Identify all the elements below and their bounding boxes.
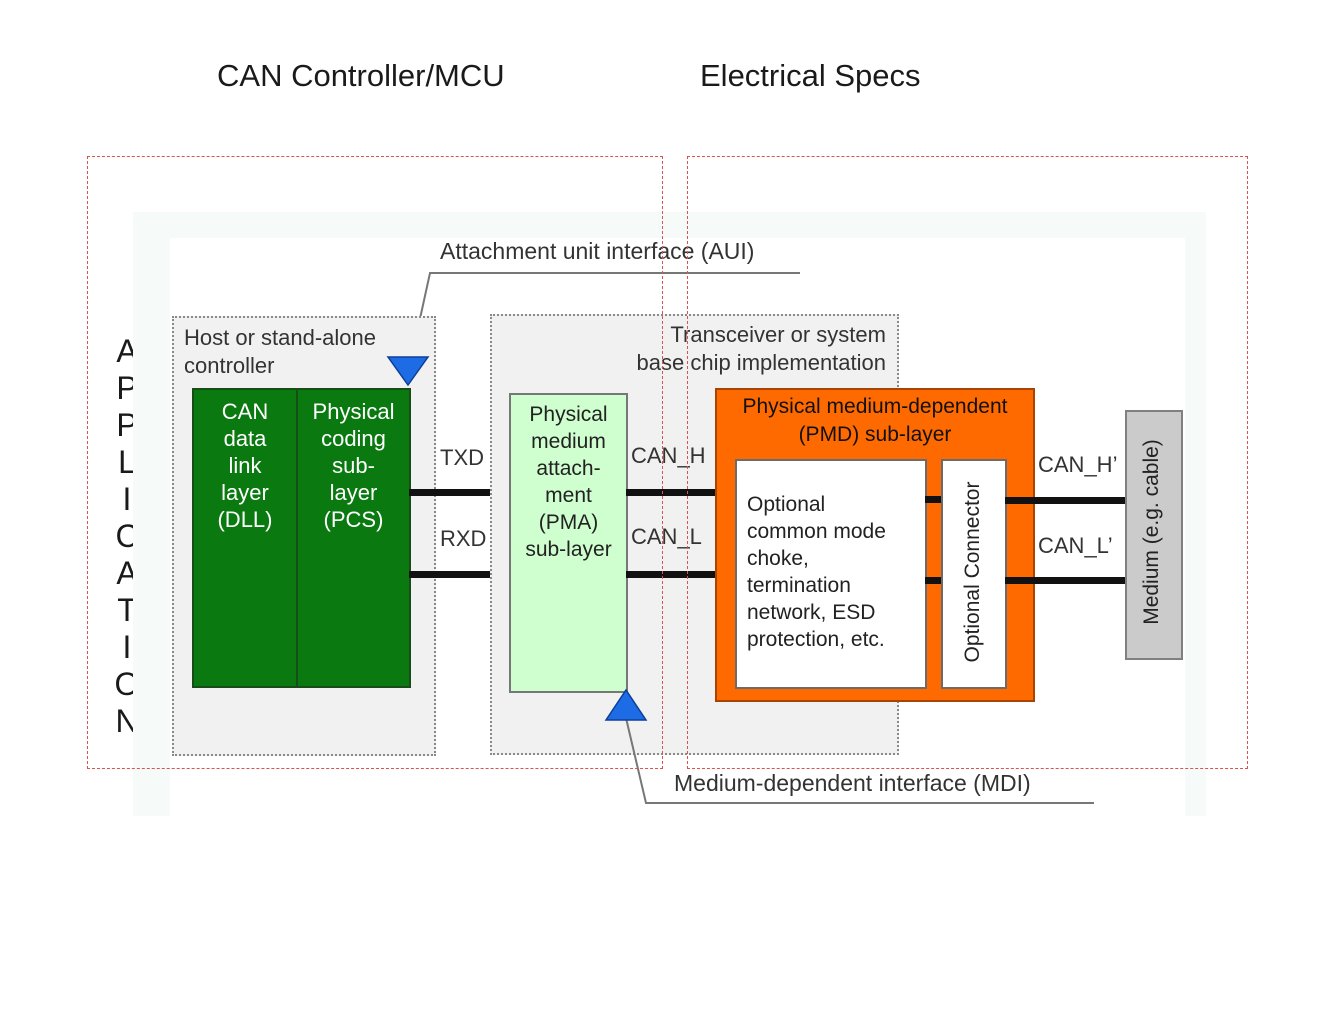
pmd-title-line: Physical medium-dependent xyxy=(742,395,1008,418)
can-l-prime-label: CAN_L’ xyxy=(1038,533,1113,558)
heading-electrical-specs: Electrical Specs xyxy=(700,58,921,93)
application-vertical-label: A P P L I C A T I O N xyxy=(112,333,142,740)
pcs-line: layer xyxy=(329,480,378,505)
side-letter: L xyxy=(118,444,136,480)
pcs-block: Physical coding sub- layer (PCS) xyxy=(296,388,411,688)
dll-line: (DLL) xyxy=(217,507,273,532)
optional-line: choke, xyxy=(747,547,809,570)
can-l-wire xyxy=(626,571,734,578)
pmd-title-line: (PMD) sub-layer xyxy=(798,423,952,446)
connector-wire-h xyxy=(925,496,941,503)
optional-line: network, ESD xyxy=(747,601,876,624)
rxd-label: RXD xyxy=(440,526,487,551)
electrical-region-outline xyxy=(687,156,1248,769)
pma-line: Physical xyxy=(529,403,608,426)
pma-line: (PMA) xyxy=(538,511,599,534)
optional-components-box: Optional common mode choke, termination … xyxy=(735,459,927,689)
side-letter: I xyxy=(122,629,132,665)
pcs-line: Physical xyxy=(312,399,395,424)
mdi-marker-icon xyxy=(604,688,648,721)
dll-line: layer xyxy=(221,480,269,505)
optional-line: Optional xyxy=(747,493,826,516)
controller-region-outline xyxy=(87,156,663,769)
host-label: Host or stand-alone controller xyxy=(184,324,376,380)
pma-line: attach- xyxy=(536,457,601,480)
pma-line: ment xyxy=(545,484,592,507)
can-h-wire xyxy=(626,489,734,496)
pmd-title: Physical medium-dependent (PMD) sub-laye… xyxy=(717,393,1033,449)
side-letter: T xyxy=(117,592,137,628)
side-letter: P xyxy=(116,370,138,406)
pcs-line: (PCS) xyxy=(323,507,384,532)
pma-line: sub-layer xyxy=(525,538,612,561)
connector-wire-l xyxy=(925,577,941,584)
side-letter: A xyxy=(116,333,138,369)
heading-can-controller: CAN Controller/MCU xyxy=(217,58,505,93)
side-letter: I xyxy=(122,481,132,517)
pcs-line: sub- xyxy=(332,453,375,478)
txd-wire xyxy=(409,489,509,496)
can-h-prime-label: CAN_H’ xyxy=(1038,452,1118,477)
mdi-leader xyxy=(604,688,1094,804)
side-letter: N xyxy=(115,703,139,739)
transceiver-label: Transceiver or system base chip implemen… xyxy=(600,321,886,377)
txd-label: TXD xyxy=(440,445,484,470)
transceiver-label-line: Transceiver or system xyxy=(670,322,886,347)
optional-line: common mode xyxy=(747,520,886,543)
dll-line: link xyxy=(228,453,262,478)
can-l-label: CAN_L xyxy=(631,524,702,549)
optional-connector-box xyxy=(941,459,1007,689)
can-l-prime-wire xyxy=(1005,577,1127,584)
optional-line: protection, etc. xyxy=(747,628,885,651)
host-label-line: Host or stand-alone xyxy=(184,325,376,350)
side-letter: C xyxy=(115,518,139,554)
dll-line: CAN xyxy=(221,399,269,424)
dll-block: CAN data link layer (DLL) xyxy=(192,388,298,688)
aui-label: Attachment unit interface (AUI) xyxy=(440,238,755,264)
can-h-label: CAN_H xyxy=(631,443,706,468)
pma-line: medium xyxy=(531,430,606,453)
rxd-wire xyxy=(409,571,509,578)
optional-line: termination xyxy=(747,574,851,597)
aui-marker-icon xyxy=(386,356,430,387)
pma-block: Physical medium attach- ment (PMA) sub-l… xyxy=(509,393,628,693)
pcs-line: coding xyxy=(321,426,386,451)
side-letter: P xyxy=(116,407,138,443)
can-h-prime-wire xyxy=(1005,497,1127,504)
side-letter: A xyxy=(116,555,138,591)
medium-block xyxy=(1125,410,1183,660)
dll-line: data xyxy=(223,426,267,451)
transceiver-label-line: base chip implementation xyxy=(636,350,886,375)
mdi-label: Medium-dependent interface (MDI) xyxy=(674,770,1031,796)
host-label-line: controller xyxy=(184,353,275,378)
